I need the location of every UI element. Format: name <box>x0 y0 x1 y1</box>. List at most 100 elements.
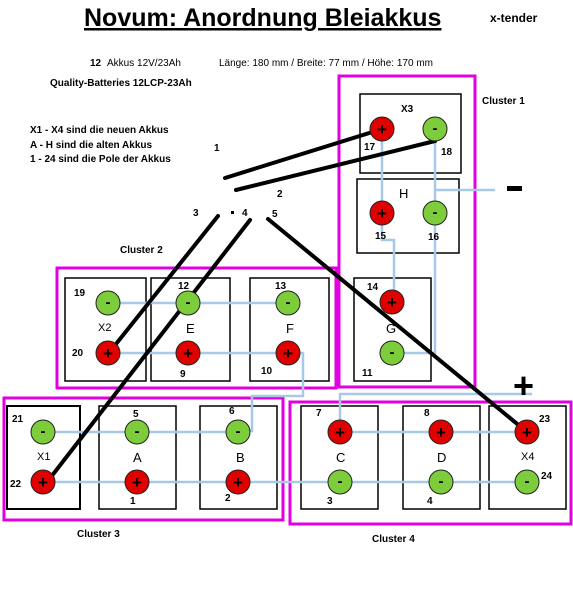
pole-number-11: 11 <box>362 368 373 379</box>
legend-old-batteries: A - H sind die alten Akkus <box>30 140 152 151</box>
pole-number-3: 3 <box>327 496 333 507</box>
battery-b-label: B <box>236 450 245 465</box>
pole-9 <box>175 340 201 366</box>
battery-x1-label: X1 <box>37 451 50 463</box>
wire-20 <box>106 214 220 356</box>
pole-number-23: 23 <box>539 414 551 425</box>
pole-sign-plus: + <box>283 344 293 363</box>
wire-23 <box>266 217 529 434</box>
wire-18 <box>234 139 437 192</box>
pole-sign-plus: + <box>233 473 243 492</box>
cluster-2-frame <box>55 266 338 390</box>
pole-sign-minus: - <box>286 294 291 311</box>
pole-number-10: 10 <box>261 366 273 377</box>
cluster-3-label: Cluster 3 <box>77 529 120 540</box>
pole-number-6: 6 <box>229 406 235 417</box>
pole-7 <box>327 419 353 445</box>
blue-cables <box>43 132 532 484</box>
battery-e-label: E <box>186 321 195 336</box>
page-title: Novum: Anordnung Bleiakkus <box>84 4 441 32</box>
battery-x4-label: X4 <box>521 451 534 463</box>
pole-sign-plus: + <box>103 344 113 363</box>
black-wires <box>42 127 529 488</box>
pole-numbers: 17 18 15 16 14 11 19 20 12 9 13 10 21 22… <box>10 142 553 507</box>
cluster-2-label: Cluster 2 <box>120 245 163 256</box>
wire-end-2: 2 <box>277 189 283 200</box>
battery-d-label: D <box>437 450 446 465</box>
pole-sign-minus: - <box>433 120 438 137</box>
pole-12 <box>175 290 201 316</box>
pole-number-4: 4 <box>427 496 433 507</box>
pole-number-13: 13 <box>275 281 287 292</box>
pole-sign-plus: + <box>377 204 387 223</box>
battery-x2-label: X2 <box>98 322 111 334</box>
pole-sign-minus: - <box>433 204 438 221</box>
pole-sign-plus: + <box>436 423 446 442</box>
pole-24 <box>514 469 540 495</box>
pole-number-12: 12 <box>178 281 190 292</box>
pole-sign-plus: + <box>387 293 397 312</box>
pole-4 <box>428 469 454 495</box>
battery-h-label: H <box>399 186 408 201</box>
pole-number-14: 14 <box>367 282 379 293</box>
pole-sign-plus: + <box>335 423 345 442</box>
cable-7-plus-terminal <box>338 392 532 432</box>
pole-signs: + - + - + - - + - + - + - + - + - + + - … <box>38 120 532 492</box>
pole-sign-plus: + <box>522 423 532 442</box>
pole-10 <box>275 340 301 366</box>
pole-number-18: 18 <box>441 147 453 158</box>
pole-1 <box>124 469 150 495</box>
battery-c-label: C <box>336 450 345 465</box>
cluster-4-frame <box>288 400 573 526</box>
wire-end-dot <box>231 211 234 214</box>
pole-8 <box>428 419 454 445</box>
pole-3 <box>327 469 353 495</box>
pole-sign-minus: - <box>338 473 343 490</box>
cluster-3-frame <box>2 396 285 522</box>
battery-spec: Akkus 12V/23Ah <box>107 58 181 69</box>
wire-22 <box>42 218 252 488</box>
pole-sign-minus: - <box>186 294 191 311</box>
legend-poles: 1 - 24 sind die Pole der Akkus <box>30 154 171 165</box>
pole-21 <box>30 419 56 445</box>
cluster-1-label: Cluster 1 <box>482 96 525 107</box>
cable-16-11 <box>392 215 437 355</box>
wire-end-3: 3 <box>193 208 199 219</box>
pole-17 <box>369 116 395 142</box>
pole-sign-minus: - <box>390 344 395 361</box>
pole-number-19: 19 <box>74 288 86 299</box>
wire-end-4: 4 <box>242 208 248 219</box>
pole-number-9: 9 <box>180 369 186 380</box>
pole-number-1: 1 <box>130 496 136 507</box>
cluster-4-label: Cluster 4 <box>372 534 415 545</box>
pole-number-15: 15 <box>375 231 387 242</box>
cable-15-14 <box>380 215 396 302</box>
poles <box>30 116 540 495</box>
pole-number-22: 22 <box>10 479 22 490</box>
wire-end-1: 1 <box>214 143 220 154</box>
pole-sign-plus: + <box>183 344 193 363</box>
pole-sign-minus: - <box>439 473 444 490</box>
pole-sign-plus: + <box>377 120 387 139</box>
pole-number-20: 20 <box>72 348 84 359</box>
pole-number-16: 16 <box>428 232 440 243</box>
plus-terminal-sign: + <box>513 365 534 406</box>
pole-22 <box>30 469 56 495</box>
pole-14 <box>379 289 405 315</box>
pole-19 <box>95 290 121 316</box>
battery-f-label: F <box>286 321 294 336</box>
pole-number-17: 17 <box>364 142 376 153</box>
battery-count: 12 <box>90 58 102 69</box>
battery-dimensions: Länge: 180 mm / Breite: 77 mm / Höhe: 17… <box>219 58 433 69</box>
cluster-1-frame <box>337 74 477 389</box>
battery-brand: Quality-Batteries 12LCP-23Ah <box>50 78 192 89</box>
battery-g-label: G <box>386 321 396 336</box>
battery-x3-label: X3 <box>401 104 414 115</box>
pole-sign-minus: - <box>135 423 140 440</box>
minus-terminal-sign <box>507 186 522 191</box>
pole-13 <box>275 290 301 316</box>
pole-sign-minus: - <box>525 473 530 490</box>
pole-number-8: 8 <box>424 408 430 419</box>
pole-sign-minus: - <box>236 423 241 440</box>
pole-11 <box>379 340 405 366</box>
